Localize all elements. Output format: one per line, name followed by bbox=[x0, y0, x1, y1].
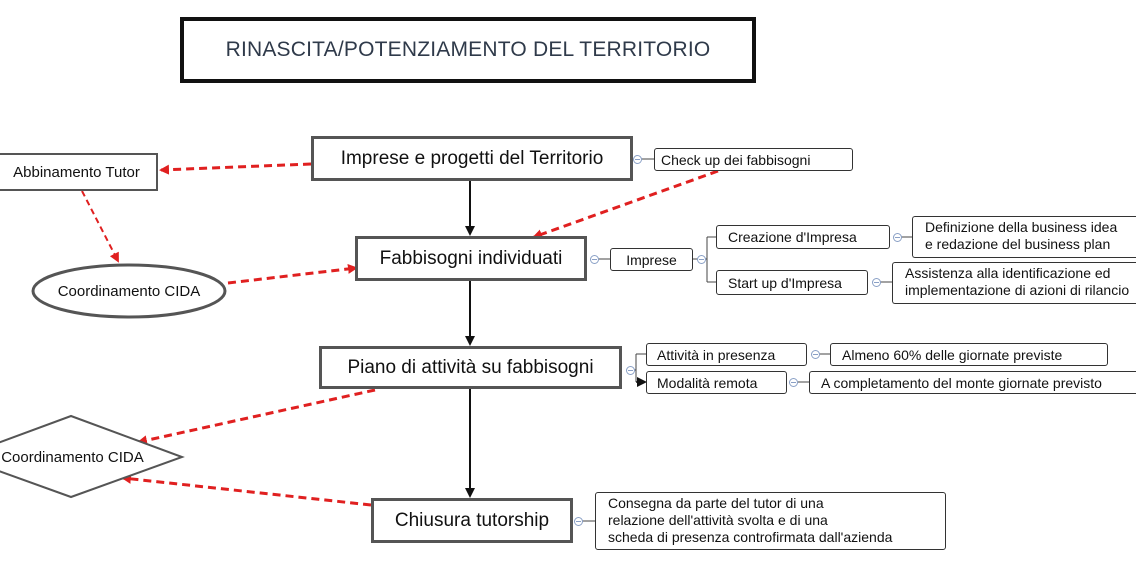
expand-knob-icon[interactable] bbox=[697, 255, 706, 264]
leaf-start-up-detail[interactable]: Assistenza alla identificazione ed imple… bbox=[892, 262, 1136, 304]
node-coordinamento-cida-diamond[interactable]: Coordinamento CIDA bbox=[1, 448, 144, 466]
start-up-detail-line: Assistenza alla identificazione ed bbox=[905, 265, 1111, 281]
leaf-attivita-presenza[interactable]: Attività in presenza bbox=[646, 343, 807, 366]
expand-knob-icon[interactable] bbox=[574, 517, 583, 526]
leaf-start-up-impresa[interactable]: Start up d'Impresa bbox=[716, 270, 868, 295]
consegna-detail-line: scheda di presenza controfirmata dall'az… bbox=[608, 529, 893, 545]
node-imprese-progetti[interactable]: Imprese e progetti del Territorio bbox=[311, 136, 633, 181]
coordinamento-ellipse-shape bbox=[31, 263, 227, 319]
coordinamento-diamond-shape bbox=[0, 414, 185, 499]
consegna-detail-line: relazione dell'attività svolta e di una bbox=[608, 512, 828, 528]
start-up-detail-line: implementazione di azioni di rilancio bbox=[905, 282, 1130, 298]
creazione-detail-line: e redazione del business plan bbox=[925, 236, 1111, 252]
expand-knob-icon[interactable] bbox=[893, 233, 902, 242]
creazione-detail-line: Definizione della business idea bbox=[925, 219, 1118, 235]
page-title: RINASCITA/POTENZIAMENTO DEL TERRITORIO bbox=[180, 17, 756, 83]
leaf-presenza-detail[interactable]: Almeno 60% delle giornate previste bbox=[830, 343, 1108, 366]
leaf-consegna-detail[interactable]: Consegna da parte del tutor di una relaz… bbox=[595, 492, 946, 550]
expand-knob-icon[interactable] bbox=[633, 155, 642, 164]
expand-knob-icon[interactable] bbox=[811, 350, 820, 359]
expand-knob-icon[interactable] bbox=[872, 278, 881, 287]
dashed-abbinamento-to-ellipse bbox=[81, 190, 119, 263]
dashed-imprese-to-abbinamento bbox=[159, 162, 312, 175]
leaf-imprese[interactable]: Imprese bbox=[610, 248, 693, 271]
leaf-remota-detail[interactable]: A completamento del monte giornate previ… bbox=[809, 371, 1136, 394]
node-chiusura-tutorship[interactable]: Chiusura tutorship bbox=[371, 498, 573, 543]
expand-knob-icon[interactable] bbox=[626, 366, 635, 375]
dashed-checkup-to-fabbisogni bbox=[532, 169, 719, 240]
dashed-ellipse-to-fabbisogni bbox=[227, 263, 358, 285]
node-piano-attivita[interactable]: Piano di attività su fabbisogni bbox=[319, 346, 622, 389]
node-coordinamento-cida-ellipse[interactable]: Coordinamento CIDA bbox=[57, 283, 201, 300]
expand-knob-icon[interactable] bbox=[590, 255, 599, 264]
node-abbinamento-tutor[interactable]: Abbinamento Tutor bbox=[0, 153, 158, 191]
leaf-modalita-remota[interactable]: Modalità remota bbox=[646, 371, 787, 394]
leaf-creazione-detail[interactable]: Definizione della business idea e redazi… bbox=[912, 216, 1136, 258]
dashed-chiusura-to-diamond bbox=[121, 473, 372, 507]
consegna-detail-line: Consegna da parte del tutor di una bbox=[608, 495, 824, 511]
expand-knob-icon[interactable] bbox=[789, 378, 798, 387]
dashed-piano-to-diamond bbox=[137, 388, 376, 446]
leaf-check-up-fabbisogni[interactable]: Check up dei fabbisogni bbox=[654, 148, 853, 171]
leaf-creazione-impresa[interactable]: Creazione d'Impresa bbox=[716, 225, 890, 249]
node-fabbisogni-individuati[interactable]: Fabbisogni individuati bbox=[355, 236, 587, 281]
